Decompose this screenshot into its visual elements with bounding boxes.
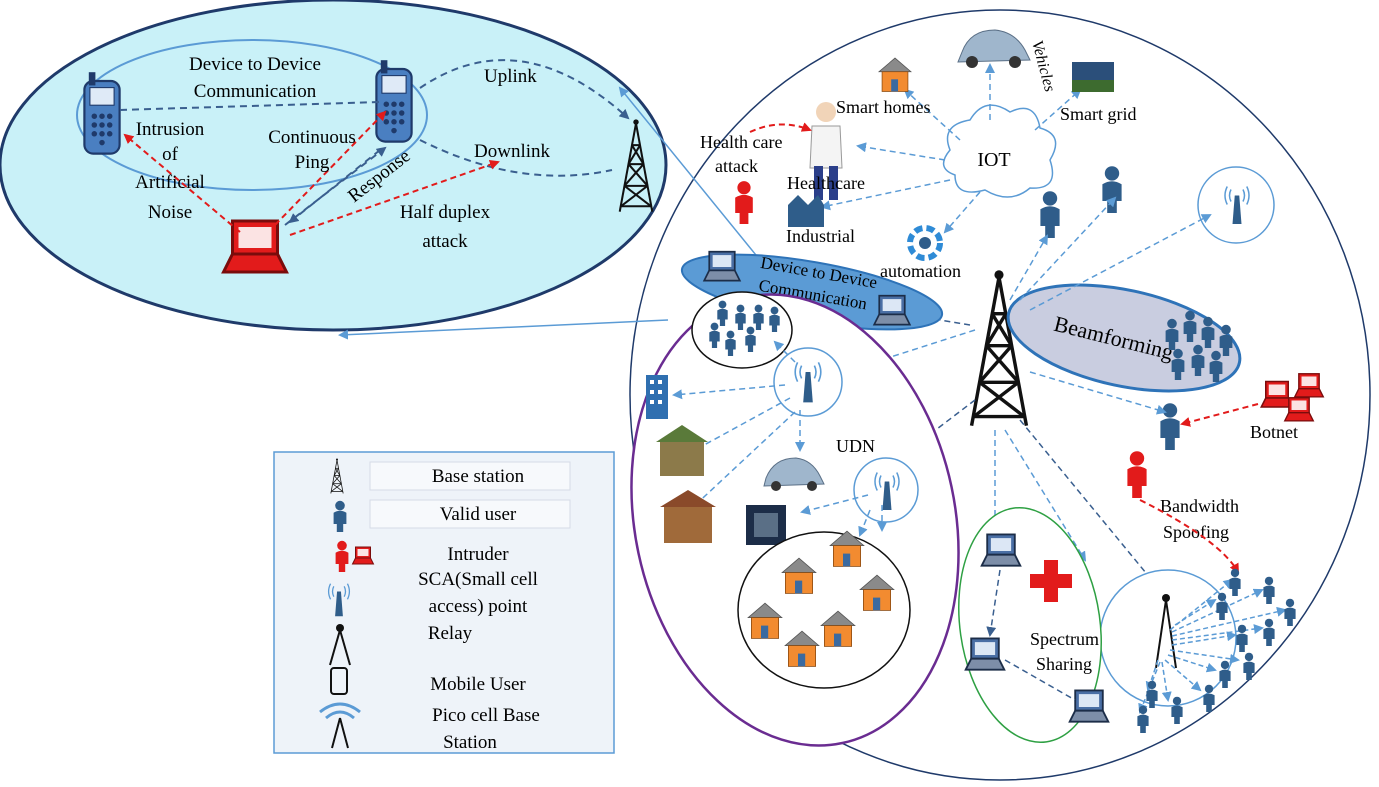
healthcare-doctor-icon (809, 102, 843, 200)
smart-homes-label: Smart homes (836, 97, 931, 117)
automation-gear-icon (907, 225, 943, 261)
industrial-icon (788, 195, 824, 227)
inset-d2d-inner (76, 39, 428, 191)
mobile-phone-icon-1 (83, 71, 121, 155)
vehicle-icon (957, 29, 1031, 68)
legend-sca-label-2: access) point (429, 596, 528, 617)
spectrum-label-1: Spectrum (1030, 629, 1099, 649)
legend-intruder-label: Intruder (447, 544, 509, 565)
half-duplex-label-2: attack (422, 231, 468, 252)
spectrum-label-2: Sharing (1036, 654, 1092, 674)
spectrum-laptop-icon-1 (980, 533, 1022, 567)
half-duplex-label-1: Half duplex (400, 202, 491, 223)
legend-intruder-laptop-icon (351, 546, 375, 565)
house-building-icon-1 (656, 425, 708, 476)
server-icon (746, 505, 786, 545)
healthcare-label: Healthcare (787, 173, 865, 193)
udn-house-cluster-zone (737, 531, 911, 689)
legend-sca-label-1: SCA(Small cell (418, 569, 538, 590)
spectrum-laptop-icon-3 (1068, 689, 1110, 723)
iot-cloud (942, 104, 1057, 198)
spectrum-laptop-icon-2 (964, 637, 1006, 671)
legend-relay-label: Relay (428, 623, 473, 644)
legend-pico-label-1: Pico cell Base (432, 705, 540, 726)
intrusion-label-2: of (162, 144, 179, 165)
health-attack-label-1: Health care (700, 132, 782, 152)
udn-vehicle-icon (763, 457, 825, 491)
legend-base-station-label: Base station (432, 466, 525, 487)
d2d-laptop-icon-2 (873, 294, 911, 326)
legend-pico-cell-icon (319, 702, 361, 749)
botnet-laptop-icon-3 (1284, 397, 1314, 422)
legend-mobile-user-icon (330, 667, 348, 695)
industrial-label: Industrial (786, 226, 855, 246)
legend-relay-icon (329, 624, 351, 666)
mobile-phone-icon-2 (375, 59, 413, 143)
downlink-label: Downlink (474, 141, 551, 162)
inset-d2d-title-2: Communication (194, 81, 317, 102)
botnet-laptop-icon-1 (1260, 380, 1294, 408)
inset-intruder-laptop-icon (221, 219, 289, 274)
legend-valid-user-label: Valid user (440, 504, 517, 525)
intrusion-label-3: Artificial (135, 172, 205, 193)
udn-label: UDN (836, 436, 875, 456)
relay-tower-icon (1155, 594, 1177, 669)
smart-grid-label: Smart grid (1060, 104, 1137, 124)
botnet-label: Botnet (1250, 422, 1298, 442)
intrusion-label-1: Intrusion (136, 119, 205, 140)
ping-label-2: Ping (295, 152, 330, 173)
bandwidth-label-1: Bandwidth (1160, 496, 1239, 516)
uplink-label: Uplink (484, 66, 537, 87)
house-building-icon-2 (660, 490, 716, 543)
spectrum-cross-icon (1030, 560, 1072, 602)
d2d-laptop-icon-1 (703, 250, 741, 282)
legend-pico-label-2: Station (443, 732, 497, 753)
ping-label-1: Continuous (268, 127, 356, 148)
udn-user-cluster-zone (691, 291, 793, 369)
health-attack-label-2: attack (715, 156, 758, 176)
iot-label: IOT (977, 149, 1010, 171)
legend-mobile-user-label: Mobile User (430, 674, 526, 695)
botnet-laptop-icon-2 (1294, 373, 1324, 398)
inset-d2d-title-1: Device to Device (189, 54, 321, 75)
intrusion-label-4: Noise (148, 202, 192, 223)
office-building-icon (646, 375, 668, 419)
automation-label: automation (880, 261, 961, 281)
